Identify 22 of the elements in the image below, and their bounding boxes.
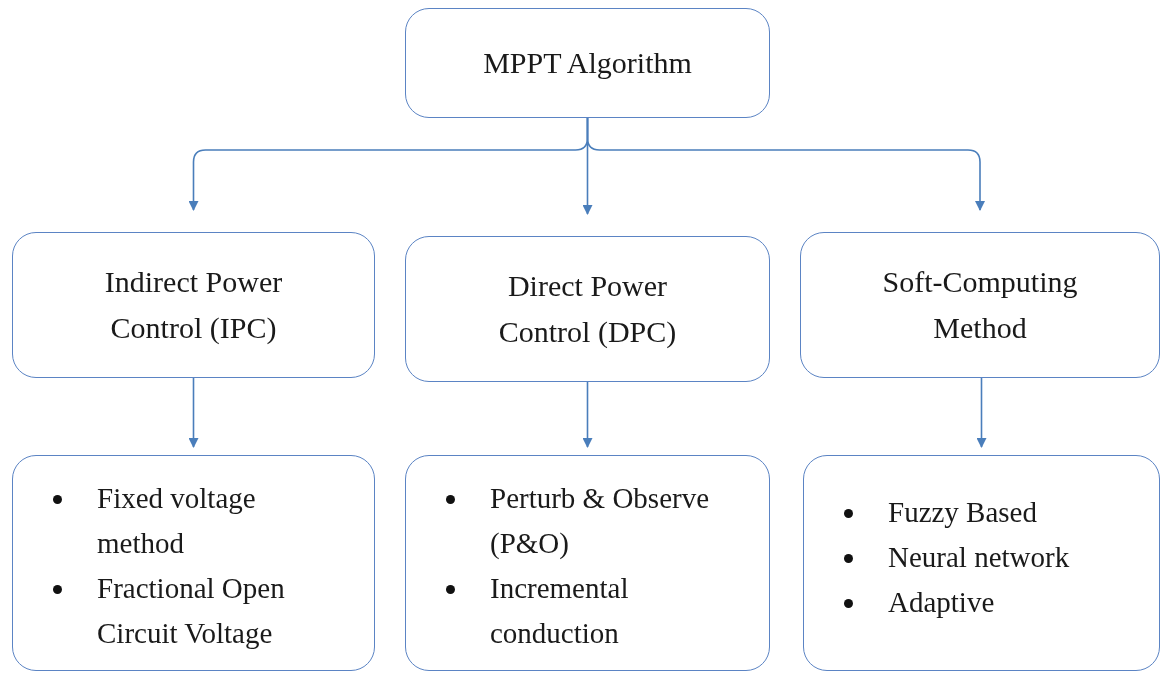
- arrow: [582, 381, 593, 448]
- list-box: [405, 455, 770, 671]
- box-title: Indirect Power Control (IPC): [103, 264, 284, 346]
- bullet-item: Fixed voltage method: [53, 476, 303, 566]
- bullet-item: Incremental conduction: [446, 566, 711, 656]
- arrow: [188, 377, 199, 448]
- process-box: [405, 236, 770, 382]
- box-title: MPPT Algorithm: [483, 45, 692, 81]
- bullet-item: Fuzzy Based: [844, 490, 1114, 535]
- box-title: Direct Power Control (DPC): [497, 268, 678, 350]
- process-box: [800, 232, 1160, 378]
- bullet-item: Neural network: [844, 535, 1114, 580]
- box-title: Soft-Computing Method: [881, 264, 1079, 346]
- arrow: [586, 117, 985, 211]
- process-box: [12, 232, 375, 378]
- bullet-item: Adaptive: [844, 580, 1114, 625]
- bullet-item: Fractional Open Circuit Voltage: [53, 566, 303, 656]
- list-box: [803, 455, 1160, 671]
- arrow: [976, 377, 987, 448]
- process-box: [405, 8, 770, 118]
- bullet-item: Perturb & Observe (P&O): [446, 476, 711, 566]
- list-box: [12, 455, 375, 671]
